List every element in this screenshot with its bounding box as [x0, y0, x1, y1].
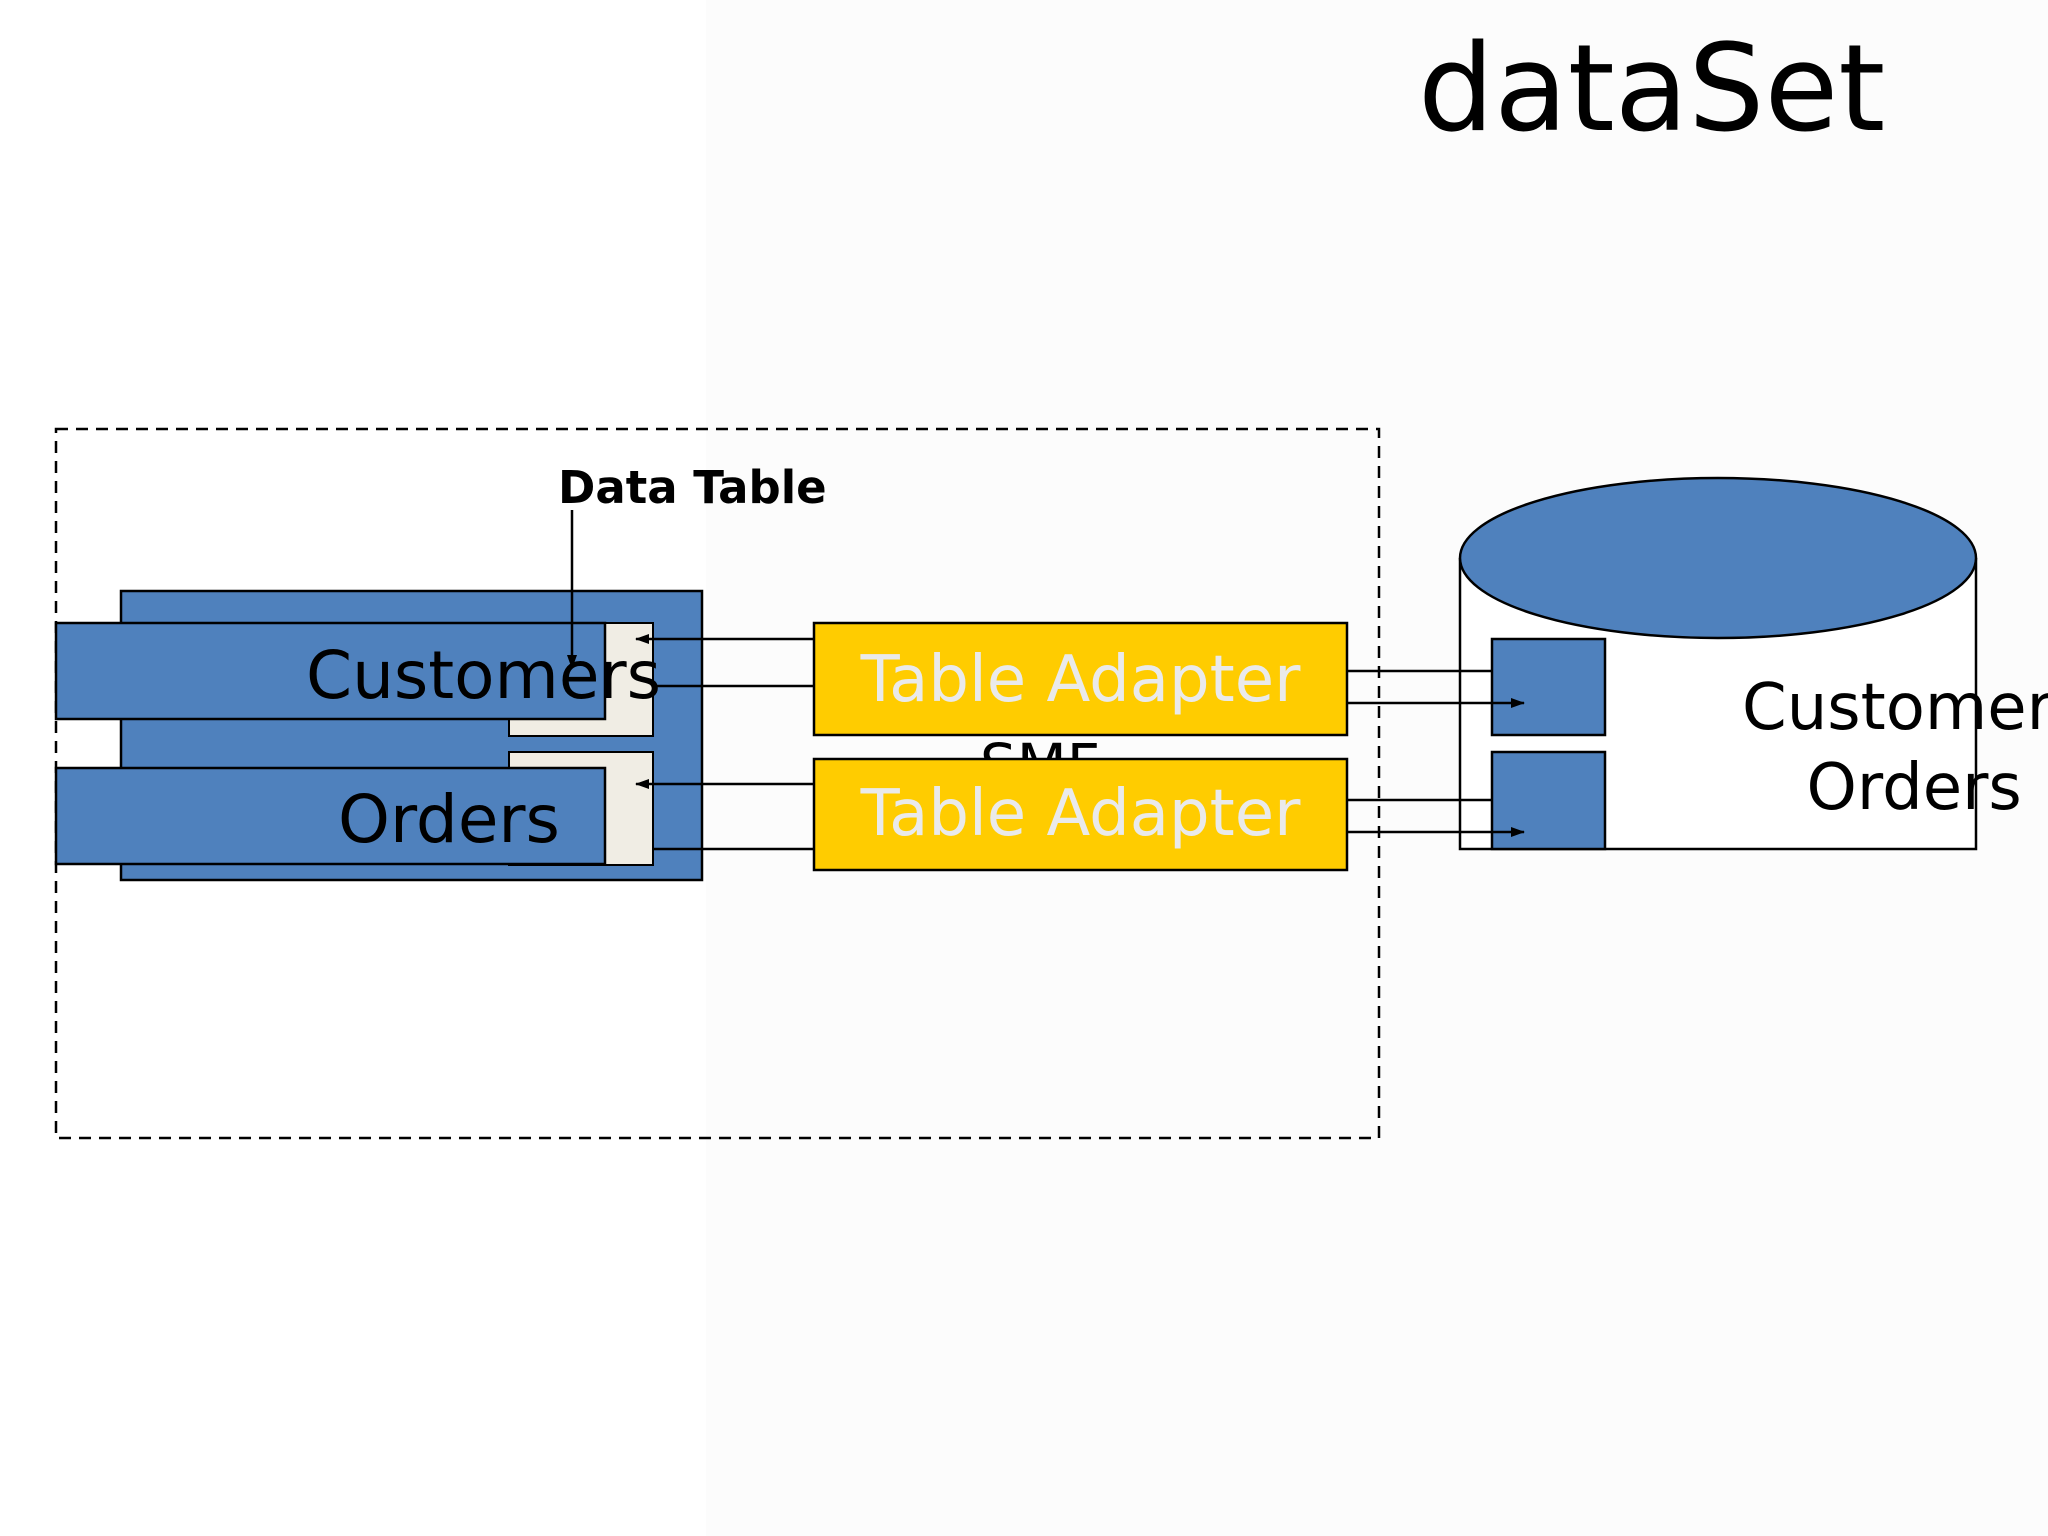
- db-orders-square: [1490, 750, 1607, 851]
- orders-label: Orders: [338, 781, 560, 858]
- table-adapter-2-label: Table Adapter: [860, 777, 1301, 851]
- orders-bar: [54, 766, 607, 866]
- database-label-line-1: Customers: [1742, 671, 2048, 745]
- partially-hidden-label: SMF: [940, 730, 1140, 760]
- customers-bar: [54, 621, 607, 721]
- table-adapter-1-label: Table Adapter: [860, 643, 1301, 717]
- db-customers-square: [1490, 637, 1607, 737]
- database-label: Customers Orders: [1742, 668, 2048, 828]
- slide-title: dataSet: [1418, 20, 1886, 159]
- customers-label: Customers: [306, 637, 661, 714]
- table-adapter-2: [812, 757, 1349, 872]
- data-table-label: Data Table: [558, 461, 827, 514]
- database-label-line-2: Orders: [1806, 751, 2022, 825]
- database-cylinder-top: [1458, 476, 1978, 640]
- table-adapter-1: [812, 621, 1349, 737]
